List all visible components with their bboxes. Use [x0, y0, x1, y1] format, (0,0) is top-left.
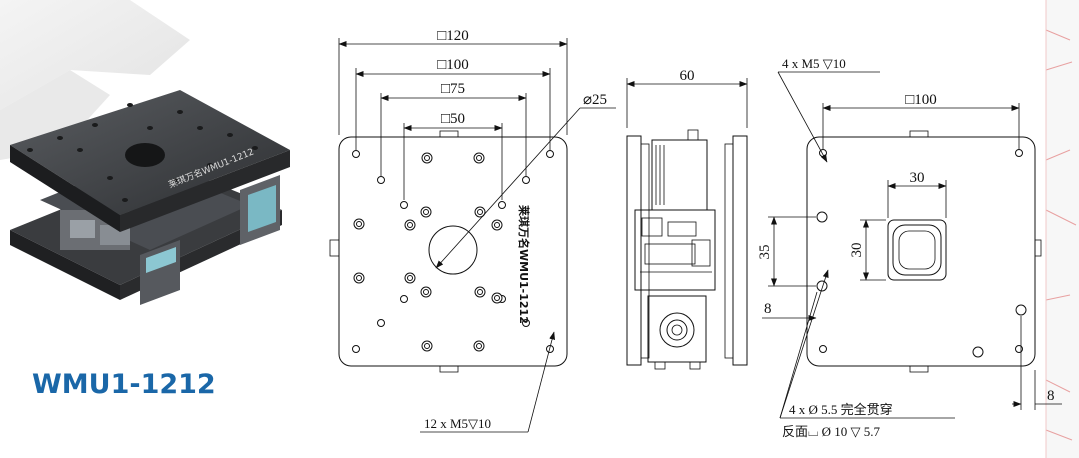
product-render: 莱琪万名WMU1-1212: [10, 90, 290, 305]
dim-30-height: 30: [849, 243, 865, 258]
dim-square-100: □100: [437, 57, 469, 73]
model-title: WMU1-1212: [32, 369, 216, 400]
dim-height-60: 60: [680, 68, 695, 84]
dim-square-75: □75: [441, 81, 465, 97]
bottom-view: □100 4 x M5 ▽10 30 30 35 8 8: [757, 56, 1062, 439]
dim-8-right: 8: [1047, 388, 1055, 404]
top-view: 莱琪万名WMU1-1212 □120 □100 □75 □50 ⌀25 12 x…: [329, 28, 616, 433]
callout-12-holes: 12 x M5▽10: [424, 416, 491, 431]
corner-holes: [352, 150, 554, 353]
bottom-dim-square-100: □100: [905, 92, 937, 108]
callout-through-line1: 4 x Ø 5.5 完全贯穿: [789, 402, 893, 417]
dim-square-120: □120: [437, 28, 469, 44]
counterbore-holes: [353, 152, 503, 352]
dim-diameter-25: ⌀25: [583, 92, 607, 108]
dim-8-left: 8: [764, 301, 772, 317]
center-bore: [428, 225, 478, 275]
top-plate-outline: [338, 136, 568, 367]
m5-holes: [377, 176, 530, 327]
callout-through-line2: 反面⌴ Ø 10 ▽ 5.7: [782, 424, 881, 439]
dim-35: 35: [757, 245, 773, 260]
side-view: 60: [626, 68, 748, 370]
plate-engraving: 莱琪万名WMU1-1212: [517, 205, 531, 324]
dim-30-width: 30: [910, 170, 925, 186]
dim-square-50: □50: [441, 111, 465, 127]
callout-4-m5: 4 x M5 ▽10: [782, 56, 846, 71]
